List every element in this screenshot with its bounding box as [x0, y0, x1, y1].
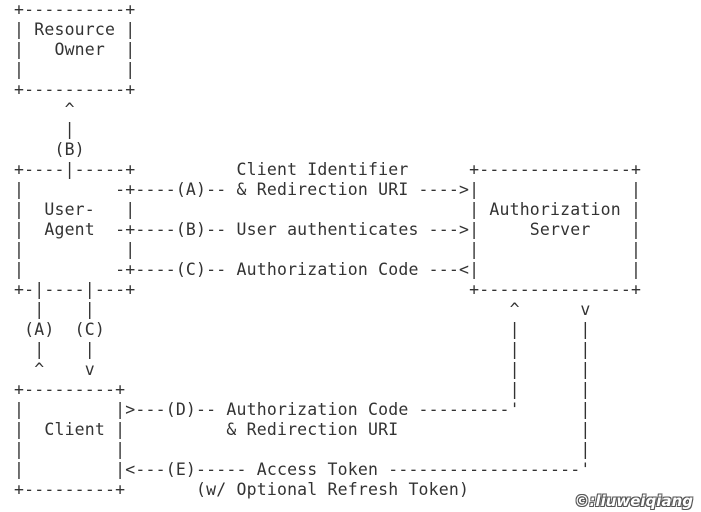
diagram-line: | -+----(A)-- & Redirection URI ---->| | [14, 180, 642, 199]
diagram-line: ^ v | | [14, 360, 591, 379]
diagram-line: | | | | [14, 340, 591, 359]
author-watermark: ©:liuweiqiang [574, 492, 693, 510]
diagram-line: | Resource | [14, 20, 136, 39]
diagram-line: (B) [14, 140, 85, 159]
diagram-line: | [14, 120, 75, 139]
diagram-line: | |>---(D)-- Authorization Code --------… [14, 400, 591, 419]
diagram-line: +----------+ [14, 0, 136, 19]
diagram-line: | User- | | Authorization | [14, 200, 642, 219]
diagram-line: | | | | [14, 240, 642, 259]
diagram-line: | | | [14, 440, 591, 459]
diagram-line: | -+----(C)-- Authorization Code ---<| | [14, 260, 642, 279]
diagram-line: | Agent -+----(B)-- User authenticates -… [14, 220, 642, 239]
diagram-line: +----|-----+ Client Identifier +--------… [14, 160, 642, 179]
diagram-line: +---------+ (w/ Optional Refresh Token) [14, 480, 470, 499]
diagram-line: +----------+ [14, 80, 136, 99]
diagram-line: (A) (C) | | [14, 320, 591, 339]
diagram-line: | | ^ v [14, 300, 591, 319]
oauth-authorization-code-flow-diagram: +----------+ | Resource | | Owner | | | … [14, 0, 641, 500]
diagram-line: | | [14, 60, 136, 79]
diagram-line: ^ [14, 100, 75, 119]
diagram-line: +-|----|---+ +---------------+ [14, 280, 642, 299]
diagram-line: +---------+ | | [14, 380, 591, 399]
diagram-line: | Client | & Redirection URI | [14, 420, 591, 439]
diagram-line: | |<---(E)----- Access Token -----------… [14, 460, 591, 479]
diagram-line: | Owner | [14, 40, 136, 59]
